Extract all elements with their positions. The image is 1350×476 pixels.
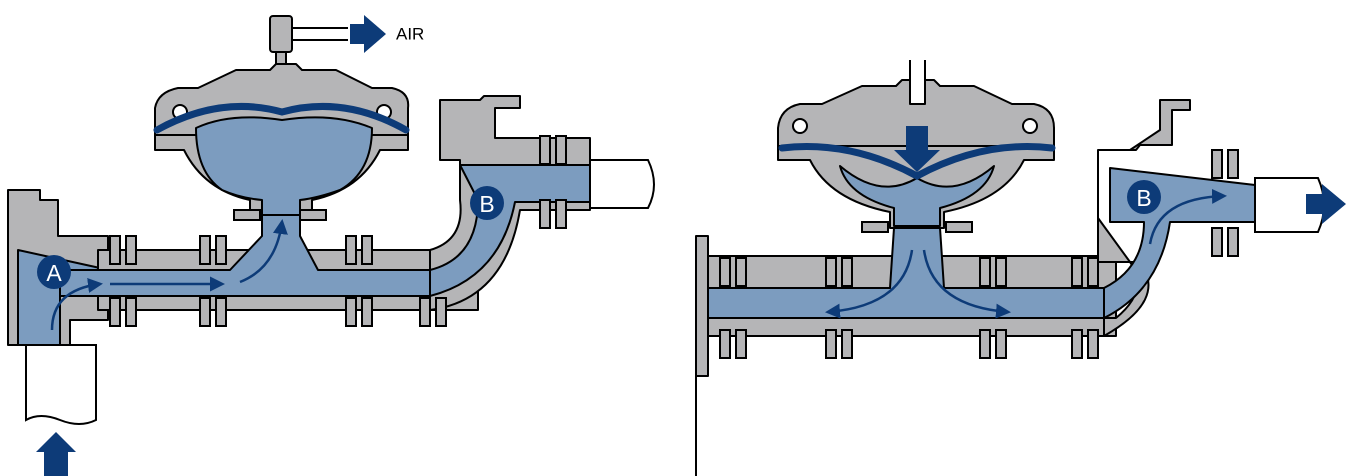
left-panel: AIR — [7, 15, 655, 476]
flow-arrow-icon — [825, 249, 914, 319]
right-panel: B — [695, 60, 1346, 476]
flow-arrow-icon — [50, 278, 103, 331]
label-a: A — [37, 255, 71, 289]
air-outlet-arrow-icon — [350, 15, 386, 53]
diaphragm-housing — [153, 63, 410, 219]
svg-text:A: A — [46, 260, 62, 286]
inlet-pipe — [25, 344, 97, 425]
flow-arrow-icon — [1148, 188, 1227, 245]
label-b: B — [470, 186, 504, 220]
svg-text:B: B — [479, 191, 494, 217]
diaphragm-push-arrow-icon — [894, 126, 940, 172]
inlet-arrow-icon — [36, 432, 76, 476]
flange-set — [109, 135, 567, 327]
air-fitting — [269, 15, 348, 73]
flow-arrow-icon — [239, 219, 288, 284]
label-b-right: B — [1127, 180, 1161, 214]
flow-arrow-icon — [922, 249, 1011, 319]
outlet-valve-body-right — [1097, 99, 1325, 337]
svg-text:B: B — [1136, 185, 1151, 211]
diaphragm-housing-right — [777, 79, 1056, 229]
outlet-arrow-icon — [1306, 184, 1346, 224]
flange-set-right — [719, 149, 1239, 359]
air-label: AIR — [396, 25, 424, 44]
main-pipe — [59, 214, 479, 311]
main-pipe-right — [695, 227, 1117, 476]
